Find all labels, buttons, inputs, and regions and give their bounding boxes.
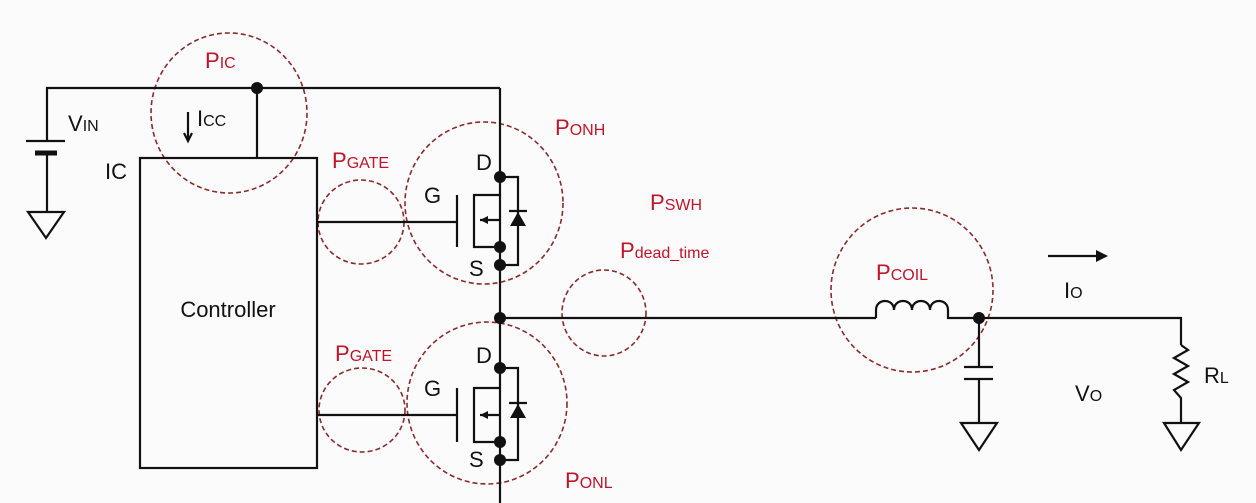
rl-label: RL <box>1204 363 1229 388</box>
vin-label: VIN <box>68 111 99 136</box>
io-arrow <box>1048 250 1108 262</box>
p-onh-region <box>404 121 564 285</box>
ic-label: IC <box>105 159 127 184</box>
p-gate-high-label: PGATE <box>332 148 389 173</box>
p-ic-label: PIC <box>205 48 236 73</box>
low-source-label: S <box>469 447 484 472</box>
p-onl-label: PONL <box>565 468 613 493</box>
p-dead-time-region <box>561 269 647 357</box>
controller-box <box>138 156 319 470</box>
high-drain-label: D <box>476 150 492 175</box>
p-gate-low-region <box>318 367 406 453</box>
output-capacitor <box>964 318 993 423</box>
ground-icon <box>1162 421 1202 453</box>
controller-label: Controller <box>180 297 275 322</box>
p-onl-region <box>406 321 568 485</box>
vo-label: VO <box>1075 381 1102 406</box>
low-gate-label: G <box>424 376 441 401</box>
low-drain-label: D <box>476 343 492 368</box>
high-source-label: S <box>469 256 484 281</box>
high-side-mosfet <box>317 171 527 271</box>
p-dead-time-label: Pdead_time <box>620 238 710 263</box>
vin-source <box>26 86 500 212</box>
p-onh-label: PONH <box>555 115 605 140</box>
io-label: IO <box>1064 278 1083 303</box>
p-coil-label: PCOIL <box>876 260 928 285</box>
inductor <box>874 299 1183 345</box>
ground-icon <box>25 210 67 240</box>
p-gate-low-label: PGATE <box>335 341 392 366</box>
low-side-mosfet <box>317 362 527 466</box>
p-ic-region <box>150 32 308 194</box>
ground-icon <box>958 421 1000 452</box>
icc-label: ICC <box>197 106 226 131</box>
p-coil-region <box>830 207 994 373</box>
p-swh-label: PSWH <box>650 190 702 215</box>
icc-arrow <box>183 112 193 144</box>
load-resistor <box>1171 344 1191 423</box>
high-gate-label: G <box>424 183 441 208</box>
